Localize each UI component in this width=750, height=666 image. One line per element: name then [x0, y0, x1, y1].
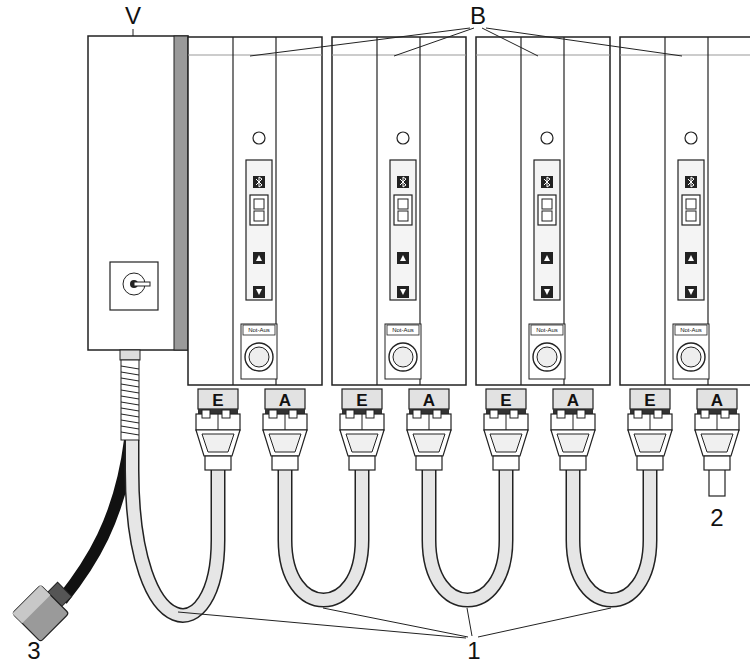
cable	[62, 440, 725, 615]
part-letter: V	[125, 4, 141, 28]
leader-line	[133, 28, 682, 638]
module	[188, 37, 750, 414]
part-letter: B	[470, 4, 486, 28]
callout-number: 3	[27, 639, 40, 663]
button-text: Not-Aus	[248, 327, 270, 333]
callout-number: 1	[467, 639, 480, 663]
mains-plug	[12, 575, 78, 641]
socket-letter: A	[279, 392, 291, 409]
callout-number: 2	[710, 506, 723, 530]
socket-letter: E	[356, 392, 367, 409]
socket-letter: E	[212, 392, 223, 409]
socket-letter: A	[567, 392, 579, 409]
socket-letter: A	[423, 392, 435, 409]
socket-letter: E	[644, 392, 655, 409]
button-text: Not-Aus	[536, 327, 558, 333]
supply-housing	[88, 36, 188, 440]
button-text: Not-Aus	[680, 327, 702, 333]
socket-letter: E	[500, 392, 511, 409]
plug	[196, 410, 739, 470]
socket-letter: A	[711, 392, 723, 409]
button-text: Not-Aus	[392, 327, 414, 333]
